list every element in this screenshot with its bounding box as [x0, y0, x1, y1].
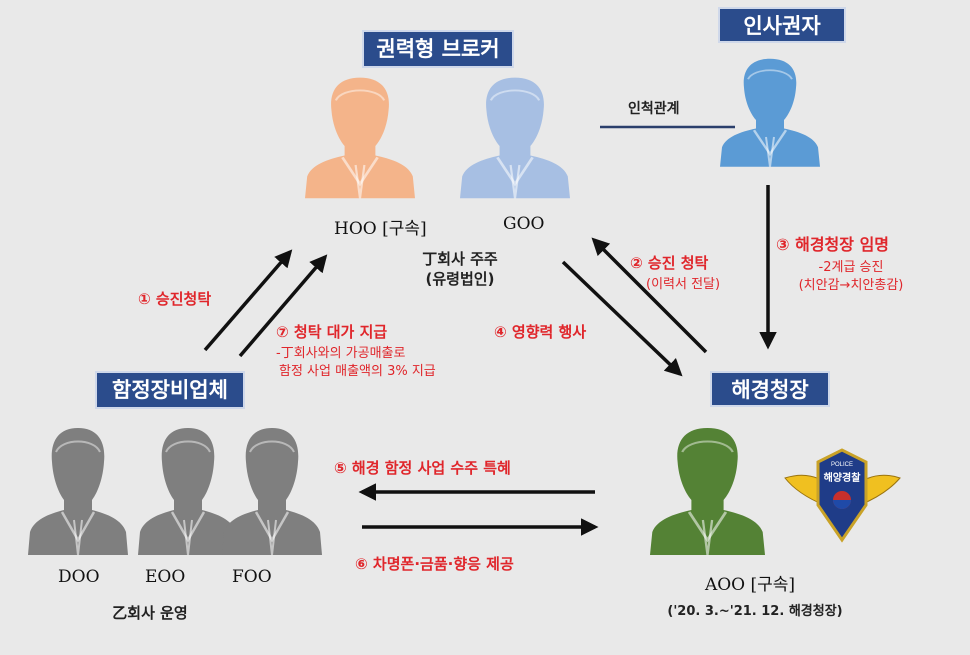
person-a-term: ('20. 3.~'21. 12. 해경청장): [667, 604, 843, 619]
arrows: [203, 185, 777, 536]
appointer-tag: 인사권자: [718, 7, 846, 43]
step5-label: ⑤ 해경 함정 사업 수주 특혜: [334, 459, 511, 477]
coast-guard-badge-icon: POLICE 해양경찰: [784, 448, 901, 543]
step2-title: ② 승진 청탁: [630, 254, 709, 272]
person-f-name: FOO: [232, 567, 272, 587]
broker-tag: 권력형 브로커: [362, 30, 514, 68]
person-e-name: EOO: [145, 567, 186, 587]
shareholder-label: 丁회사 주주: [422, 250, 498, 268]
relation-label: 인척관계: [628, 101, 680, 117]
step4-label: ④ 영향력 행사: [494, 323, 587, 341]
arrow-step4: [561, 260, 683, 377]
person-h-icon: [303, 76, 417, 200]
person-h-name: HOO [구속]: [334, 219, 427, 239]
badge-top-text: POLICE: [831, 462, 853, 468]
arrow-step1: [203, 249, 293, 352]
badge-main-text: 해양경찰: [824, 471, 862, 484]
person-d-name: DOO: [58, 567, 100, 587]
step7-sub2: 함정 사업 매출액의 3% 지급: [279, 364, 436, 379]
step1-label: ① 승진청탁: [138, 290, 212, 308]
step7-sub1: -丁회사와의 가공매출로: [276, 346, 406, 361]
person-a-name: AOO [구속]: [704, 575, 796, 595]
person-g-icon: [458, 76, 572, 200]
arrow-step7: [238, 254, 328, 358]
arrow-step2: [591, 237, 708, 354]
step3-title: ③ 해경청장 임명: [776, 235, 890, 254]
person-f-icon: [220, 426, 324, 557]
ghost-corp-label: (유령법인): [425, 270, 495, 288]
step3-sub2: (치안감→치안총감): [798, 278, 904, 293]
person-g-name: GOO: [503, 214, 545, 234]
step7-title: ⑦ 청탁 대가 지급: [276, 323, 388, 341]
person-e-icon: [136, 426, 240, 557]
person-appointer-icon: [718, 57, 822, 168]
supplier-tag: 함정장비업체: [95, 371, 245, 409]
step3-sub1: -2계급 승진: [818, 260, 884, 275]
person-a-icon: [648, 426, 767, 557]
step6-label: ⑥ 차명폰·금품·향응 제공: [355, 555, 514, 573]
supplier-company-label: 乙회사 운영: [112, 604, 188, 622]
step2-sub: (이력서 전달): [646, 277, 721, 292]
person-d-icon: [26, 426, 130, 557]
commissioner-tag: 해경청장: [710, 371, 830, 407]
